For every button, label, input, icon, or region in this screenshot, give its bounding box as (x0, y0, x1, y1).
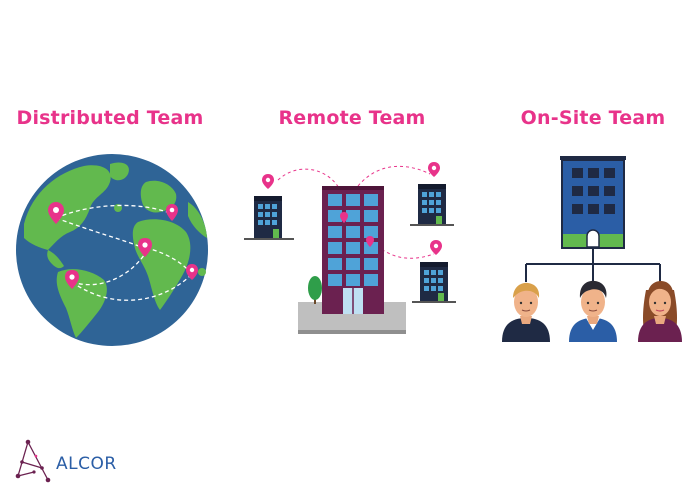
building-window (328, 226, 342, 238)
building-window (364, 210, 378, 222)
office-building-icon (412, 262, 456, 303)
location-pin-icon (138, 238, 152, 257)
remote-team-title: Remote Team (278, 107, 426, 129)
building-window (346, 274, 360, 286)
remote-team-illustration (244, 162, 456, 334)
building-window (328, 258, 342, 270)
building-window (364, 194, 378, 206)
building-window (328, 274, 342, 286)
onsite-team-title: On-Site Team (520, 107, 666, 129)
office-building-icon (322, 186, 384, 314)
building-window (328, 194, 342, 206)
building-window (364, 258, 378, 270)
building-window (364, 242, 378, 254)
alcor-logo: ALCOR (14, 436, 144, 488)
location-pin-icon (430, 240, 442, 255)
location-pin-icon (48, 202, 64, 224)
location-pin-icon (262, 174, 274, 189)
building-window (328, 210, 342, 222)
building-window (346, 226, 360, 238)
office-building-icon (410, 184, 454, 226)
office-building-icon (244, 196, 294, 240)
tree-icon (308, 276, 322, 304)
location-pin-icon (186, 264, 198, 280)
building-window (364, 274, 378, 286)
org-chart-lines (525, 248, 661, 282)
office-building-icon (560, 156, 626, 249)
building-window (346, 258, 360, 270)
location-pin-icon (65, 270, 79, 289)
person-avatar-icon (502, 282, 550, 342)
alcor-logo-icon (15, 439, 51, 483)
globe-icon (16, 154, 208, 346)
location-pin-icon (166, 204, 178, 221)
building-window (346, 194, 360, 206)
person-avatar-icon (638, 281, 682, 342)
location-pin-icon (340, 212, 348, 223)
distributed-team-title: Distributed Team (16, 107, 204, 129)
location-pin-icon (366, 236, 374, 247)
building-window (364, 226, 378, 238)
plaza-edge (298, 330, 406, 334)
building-window (328, 242, 342, 254)
building-window (346, 210, 360, 222)
brand-name: ALCOR (56, 454, 117, 474)
location-pin-icon (428, 162, 440, 177)
person-avatar-icon (569, 280, 617, 342)
building-window (346, 242, 360, 254)
onsite-team-illustration (502, 156, 682, 342)
